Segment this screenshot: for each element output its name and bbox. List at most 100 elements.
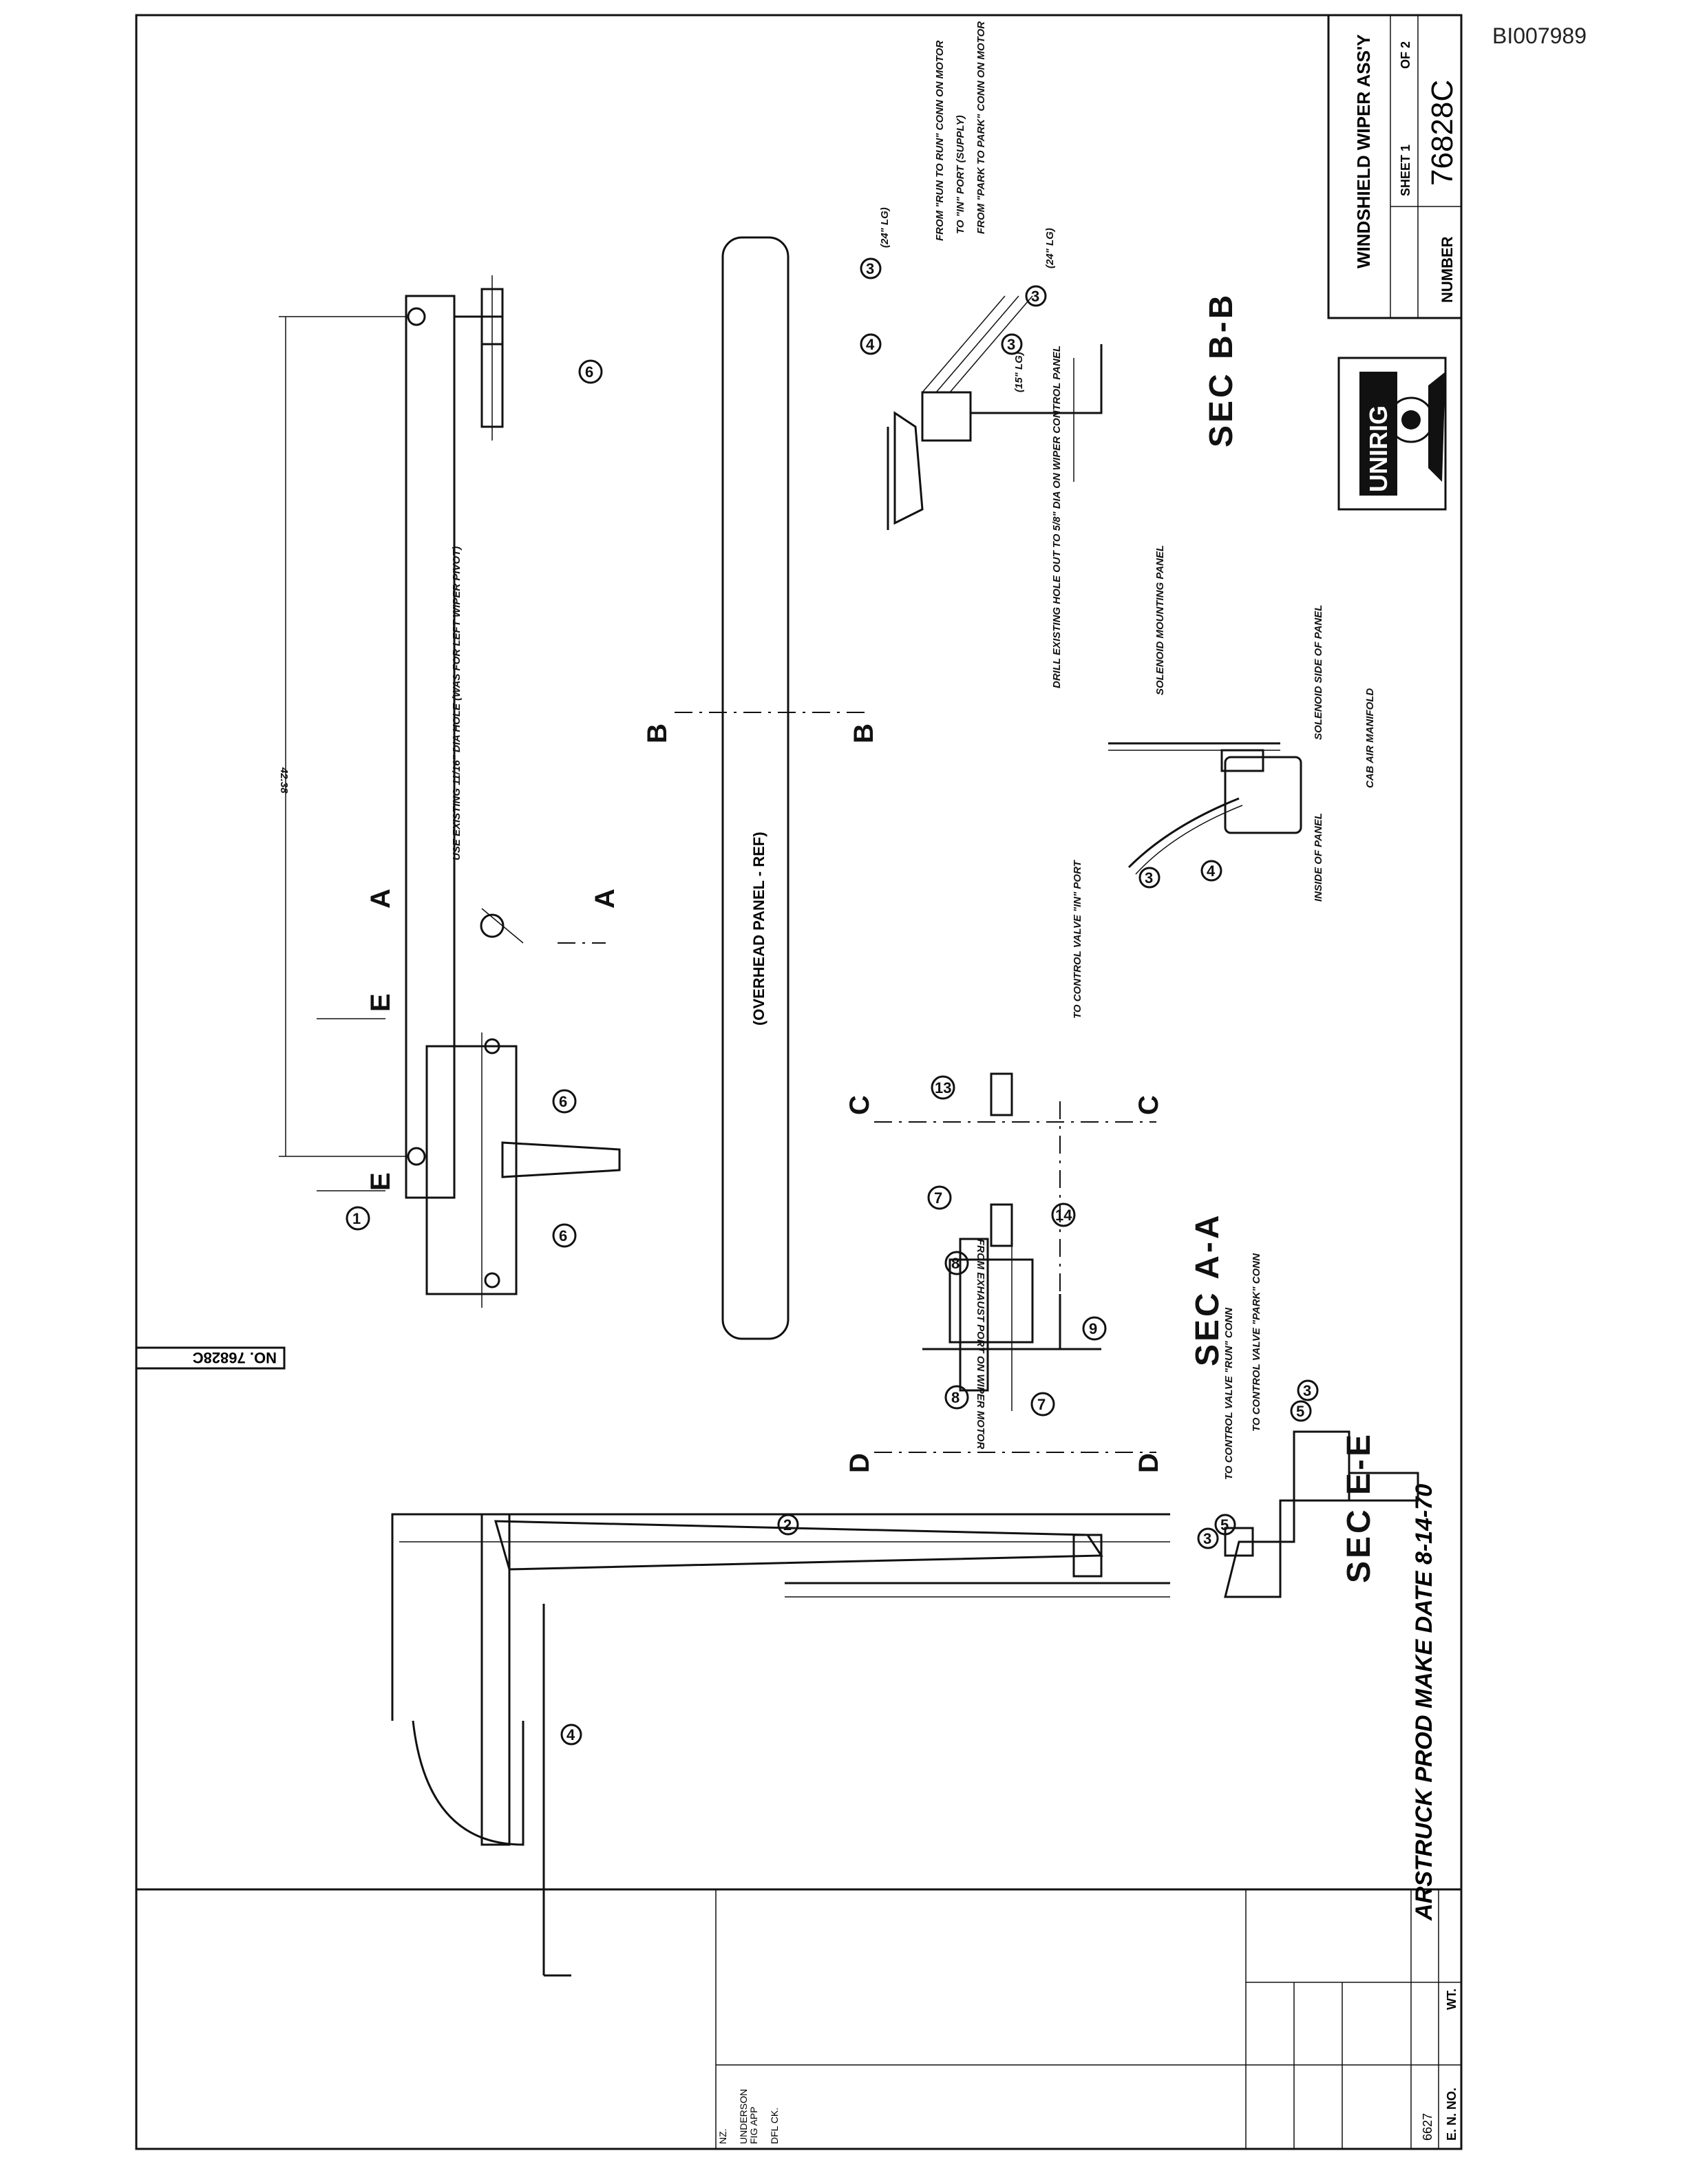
balloon-5-ee-b: 5	[1214, 1514, 1236, 1536]
overhead-panel-label: (OVERHEAD PANEL - REF)	[750, 831, 767, 1026]
sec-mark-a-bottom: A	[590, 889, 620, 909]
wiper-linkage-assembly: 42.38 USE EXISTING 11/16" DIA HOLE (WAS …	[278, 275, 621, 1308]
company-logo: UNIRIG	[1337, 357, 1447, 511]
note-drill: DRILL EXISTING HOLE OUT TO 5/8" DIA ON W…	[1051, 346, 1063, 688]
note-to-control-in: TO CONTROL VALVE "IN" PORT	[1072, 859, 1083, 1019]
sec-mark-c-left: C	[845, 1095, 875, 1115]
balloon-4-bb: 4	[860, 333, 882, 355]
balloon-14: 14	[1051, 1202, 1076, 1227]
title-block: WINDSHIELD WIPER ASS'Y SHEET 1 OF 2 NUMB…	[1327, 14, 1463, 319]
svg-text:3: 3	[1203, 1530, 1211, 1547]
svg-text:3: 3	[1031, 288, 1039, 305]
note-from-run: FROM "RUN TO RUN" CONN ON MOTOR	[934, 41, 946, 241]
balloon-3-ee-b: 3	[1197, 1527, 1219, 1549]
title-text: WINDSHIELD WIPER ASS'Y	[1353, 34, 1374, 268]
svg-text:8: 8	[951, 1389, 960, 1406]
svg-text:13: 13	[935, 1079, 951, 1096]
svg-text:4: 4	[566, 1726, 575, 1743]
drawing-number: 76828C	[1426, 80, 1459, 186]
note-solenoid-side: SOLENOID SIDE OF PANEL	[1313, 605, 1324, 740]
solenoid-detail: SOLENOID MOUNTING PANEL SOLENOID SIDE OF…	[1072, 545, 1376, 1019]
note-use-existing: USE EXISTING 11/16" DIA HOLE (WAS FOR LE…	[451, 547, 463, 860]
rev-mark-3: FIG APP	[748, 2107, 759, 2144]
svg-text:3: 3	[1145, 869, 1153, 887]
balloon-7-bottom: 7	[1030, 1392, 1055, 1417]
svg-text:3: 3	[1303, 1382, 1311, 1399]
svg-text:3: 3	[1007, 336, 1015, 353]
balloon-3-sol: 3	[1138, 867, 1161, 889]
balloon-8-bottom: 8	[944, 1385, 969, 1410]
sec-mark-e-bottom: E	[365, 1172, 396, 1191]
balloon-6-mid: 6	[552, 1089, 577, 1114]
svg-text:8: 8	[951, 1255, 960, 1272]
note-from-park: FROM "PARK TO PARK" CONN ON MOTOR	[975, 21, 987, 234]
balloon-9: 9	[1082, 1316, 1107, 1341]
balloon-2: 2	[777, 1514, 799, 1536]
edge-label: NO. 76828C	[193, 1349, 277, 1366]
logo-text: UNIRIG	[1364, 405, 1392, 492]
svg-text:7: 7	[934, 1189, 942, 1207]
note-to-port: TO "IN" PORT (SUPPLY)	[955, 115, 966, 234]
svg-text:5: 5	[1296, 1403, 1304, 1420]
document-id: BI007989	[1492, 23, 1587, 48]
note-len-15: (15" LG)	[1013, 352, 1025, 392]
balloon-3-ee-a: 3	[1297, 1379, 1319, 1401]
number-label: NUMBER	[1439, 236, 1456, 303]
sheet-text: SHEET 1	[1399, 145, 1412, 196]
note-inside-panel: INSIDE OF PANEL	[1313, 813, 1324, 902]
svg-text:3: 3	[866, 260, 874, 277]
section-aa-detail: FROM EXHAUST PORT ON WIPER MOTOR SEC A-A	[922, 1072, 1226, 1449]
sec-mark-d-right: D	[1134, 1453, 1164, 1473]
overhead-panel: (OVERHEAD PANEL - REF)	[721, 236, 789, 1340]
balloon-8-top: 8	[944, 1251, 969, 1275]
wiper-arm-view	[391, 1513, 1170, 1977]
svg-text:6: 6	[559, 1093, 567, 1110]
svg-text:1: 1	[352, 1210, 361, 1227]
svg-text:6: 6	[559, 1227, 567, 1244]
dimension-text: 42.38	[278, 767, 290, 794]
sec-mark-e-top: E	[365, 993, 396, 1012]
sec-mark-d-left: D	[845, 1453, 875, 1473]
svg-text:2: 2	[783, 1516, 792, 1534]
sec-mark-b-right: B	[849, 723, 879, 743]
rev-mark-1: NZ.	[717, 2128, 728, 2144]
wt-label: WT.	[1445, 1989, 1459, 2010]
svg-text:4: 4	[866, 336, 875, 353]
svg-text:9: 9	[1089, 1320, 1097, 1337]
edge-label-box: NO. 76828C	[135, 1346, 286, 1370]
section-bb-detail: FROM "RUN TO RUN" CONN ON MOTOR TO "IN" …	[879, 21, 1240, 688]
item-balloons: 1 6 6 6 3 3 3 4 3 4 13 7 14 8 9 8 7 5 3 …	[346, 257, 1319, 1746]
balloon-4-arm: 4	[560, 1724, 582, 1746]
sec-mark-c-right: C	[1134, 1095, 1164, 1115]
section-markers: A A E E B B C C D D	[317, 712, 1164, 1473]
svg-text:5: 5	[1220, 1516, 1229, 1534]
en-value: 6627	[1421, 2113, 1434, 2141]
approval-stamp: ARSTRUCK PROD MAKE DATE 8-14-70	[1411, 1484, 1437, 1921]
section-title-ee: SEC E-E	[1341, 1432, 1377, 1583]
balloon-7-top: 7	[927, 1185, 952, 1210]
svg-text:4: 4	[1207, 862, 1216, 880]
note-to-run: TO CONTROL VALVE "RUN" CONN	[1223, 1307, 1235, 1480]
section-ee-detail: TO CONTROL VALVE "RUN" CONN TO CONTROL V…	[1223, 1253, 1419, 1598]
sec-mark-b-left: B	[642, 723, 672, 743]
section-title-aa: SEC A-A	[1189, 1212, 1226, 1366]
balloon-6-top: 6	[578, 359, 603, 384]
balloon-3-bb-c: 3	[1001, 333, 1023, 355]
en-no-label: E. N. NO.	[1445, 2088, 1459, 2141]
revision-block: E. N. NO. WT. 6627 NZ. UNDERSON FIG APP …	[136, 1888, 1461, 2149]
note-from-exhaust: FROM EXHAUST PORT ON WIPER MOTOR	[975, 1239, 986, 1449]
note-solenoid-mounting: SOLENOID MOUNTING PANEL	[1154, 545, 1166, 695]
svg-text:7: 7	[1037, 1396, 1046, 1413]
svg-text:14: 14	[1055, 1207, 1072, 1224]
balloon-4-sol: 4	[1200, 860, 1222, 882]
balloon-13: 13	[931, 1075, 955, 1100]
balloon-6-bottom: 6	[552, 1223, 577, 1248]
balloon-3-bb-a: 3	[860, 257, 882, 279]
balloon-1: 1	[346, 1206, 370, 1231]
svg-text:6: 6	[585, 363, 593, 381]
note-len-24b: (24" LG)	[1044, 228, 1056, 268]
note-cab-manifold: CAB AIR MANIFOLD	[1364, 688, 1376, 788]
rev-mark-2: UNDERSON	[738, 2089, 749, 2144]
